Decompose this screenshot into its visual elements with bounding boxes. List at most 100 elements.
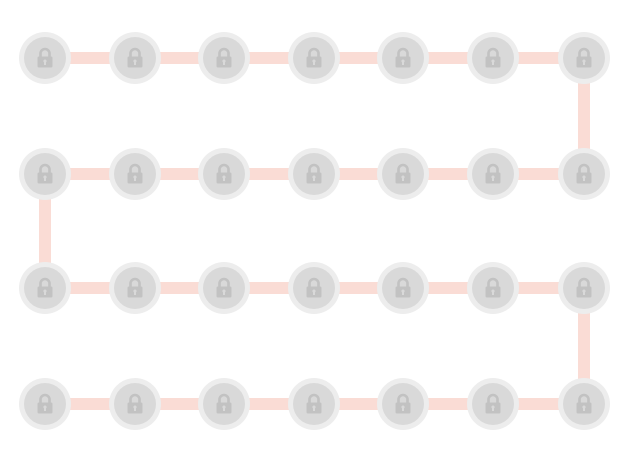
level-node-20[interactable] (467, 262, 519, 314)
lock-icon (485, 163, 501, 184)
lock-keyhole (312, 175, 316, 181)
lock-keyhole (491, 289, 495, 295)
level-node-2[interactable] (109, 32, 161, 84)
level-node-27[interactable] (109, 378, 161, 430)
lock-keyhole (43, 59, 47, 65)
lock-shackle (308, 277, 320, 287)
level-node-face (114, 153, 156, 195)
lock-shackle (487, 277, 499, 287)
level-node-21[interactable] (558, 262, 610, 314)
lock-shackle (39, 393, 51, 403)
lock-shackle (578, 277, 590, 287)
level-node-18[interactable] (288, 262, 340, 314)
level-node-5[interactable] (377, 32, 429, 84)
level-node-face (203, 37, 245, 79)
level-node-4[interactable] (288, 32, 340, 84)
level-node-14[interactable] (19, 148, 71, 200)
lock-shackle (487, 47, 499, 57)
level-node-11[interactable] (288, 148, 340, 200)
level-node-face (203, 153, 245, 195)
level-node-10[interactable] (377, 148, 429, 200)
lock-shackle (487, 393, 499, 403)
lock-icon (306, 277, 322, 298)
lock-icon (37, 393, 53, 414)
lock-keyhole (222, 175, 226, 181)
lock-icon (37, 163, 53, 184)
lock-shackle (397, 163, 409, 173)
level-node-24[interactable] (377, 378, 429, 430)
level-node-22[interactable] (558, 378, 610, 430)
lock-shackle (578, 393, 590, 403)
lock-keyhole (222, 405, 226, 411)
lock-keyhole (133, 59, 137, 65)
level-node-28[interactable] (19, 378, 71, 430)
level-node-6[interactable] (467, 32, 519, 84)
level-node-15[interactable] (19, 262, 71, 314)
lock-shackle (218, 277, 230, 287)
lock-shackle (218, 163, 230, 173)
level-node-9[interactable] (467, 148, 519, 200)
lock-icon (395, 393, 411, 414)
lock-icon (576, 163, 592, 184)
level-node-face (382, 37, 424, 79)
level-node-16[interactable] (109, 262, 161, 314)
lock-keyhole (133, 289, 137, 295)
level-node-face (382, 383, 424, 425)
lock-shackle (129, 163, 141, 173)
level-node-face (24, 383, 66, 425)
lock-shackle (129, 47, 141, 57)
lock-icon (395, 163, 411, 184)
level-node-face (203, 383, 245, 425)
lock-keyhole (401, 405, 405, 411)
level-node-17[interactable] (198, 262, 250, 314)
lock-shackle (578, 47, 590, 57)
lock-keyhole (133, 175, 137, 181)
level-node-face (114, 267, 156, 309)
lock-icon (485, 47, 501, 68)
level-node-23[interactable] (467, 378, 519, 430)
level-node-7[interactable] (558, 32, 610, 84)
lock-icon (576, 47, 592, 68)
lock-shackle (397, 277, 409, 287)
lock-icon (576, 277, 592, 298)
lock-shackle (308, 393, 320, 403)
lock-keyhole (133, 405, 137, 411)
lock-icon (37, 277, 53, 298)
lock-icon (216, 393, 232, 414)
lock-icon (216, 277, 232, 298)
lock-keyhole (43, 405, 47, 411)
lock-keyhole (491, 59, 495, 65)
level-node-3[interactable] (198, 32, 250, 84)
lock-keyhole (582, 59, 586, 65)
level-node-25[interactable] (288, 378, 340, 430)
lock-keyhole (401, 289, 405, 295)
lock-keyhole (312, 289, 316, 295)
level-node-12[interactable] (198, 148, 250, 200)
lock-keyhole (582, 289, 586, 295)
lock-shackle (578, 163, 590, 173)
lock-icon (485, 277, 501, 298)
lock-icon (216, 47, 232, 68)
lock-shackle (218, 47, 230, 57)
lock-keyhole (43, 175, 47, 181)
level-node-8[interactable] (558, 148, 610, 200)
level-node-1[interactable] (19, 32, 71, 84)
level-node-13[interactable] (109, 148, 161, 200)
level-node-19[interactable] (377, 262, 429, 314)
level-node-face (472, 267, 514, 309)
lock-keyhole (43, 289, 47, 295)
lock-keyhole (312, 405, 316, 411)
path-segment (39, 174, 51, 288)
lock-icon (306, 393, 322, 414)
level-node-face (563, 383, 605, 425)
lock-shackle (308, 47, 320, 57)
level-node-face (293, 267, 335, 309)
level-node-face (24, 37, 66, 79)
lock-shackle (39, 163, 51, 173)
lock-icon (485, 393, 501, 414)
path-segment (578, 288, 590, 404)
level-node-face (382, 153, 424, 195)
level-node-face (114, 383, 156, 425)
lock-shackle (308, 163, 320, 173)
level-node-26[interactable] (198, 378, 250, 430)
